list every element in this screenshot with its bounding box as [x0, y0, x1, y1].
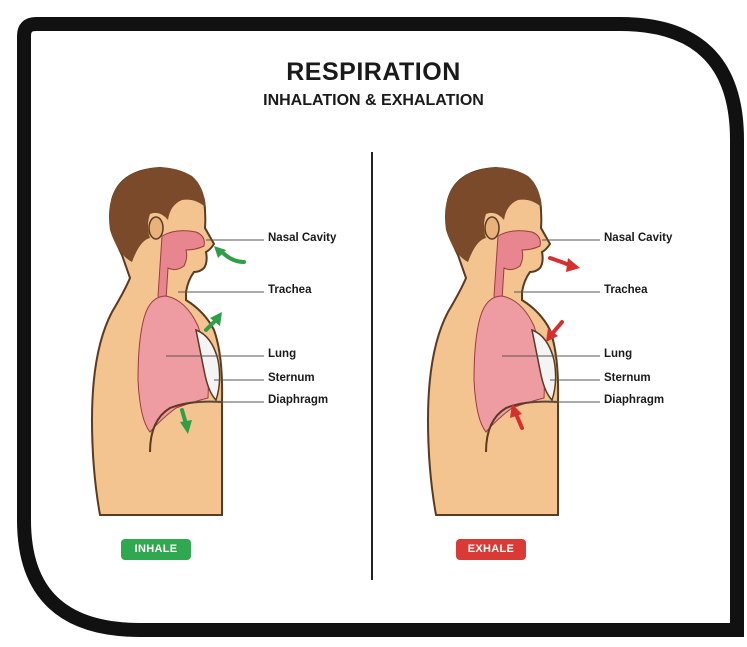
inhale-badge: INHALE	[121, 539, 191, 560]
label-diaphragm-left: Diaphragm	[268, 394, 328, 406]
label-sternum-right: Sternum	[604, 372, 651, 384]
label-nasal-cavity-right: Nasal Cavity	[604, 232, 672, 244]
label-lung-right: Lung	[604, 348, 632, 360]
label-trachea-left: Trachea	[268, 284, 311, 296]
label-trachea-right: Trachea	[604, 284, 647, 296]
label-nasal-cavity-left: Nasal Cavity	[268, 232, 336, 244]
label-sternum-left: Sternum	[268, 372, 315, 384]
label-diaphragm-right: Diaphragm	[604, 394, 664, 406]
label-lung-left: Lung	[268, 348, 296, 360]
exhale-badge: EXHALE	[456, 539, 526, 560]
exhale-body	[428, 167, 600, 515]
